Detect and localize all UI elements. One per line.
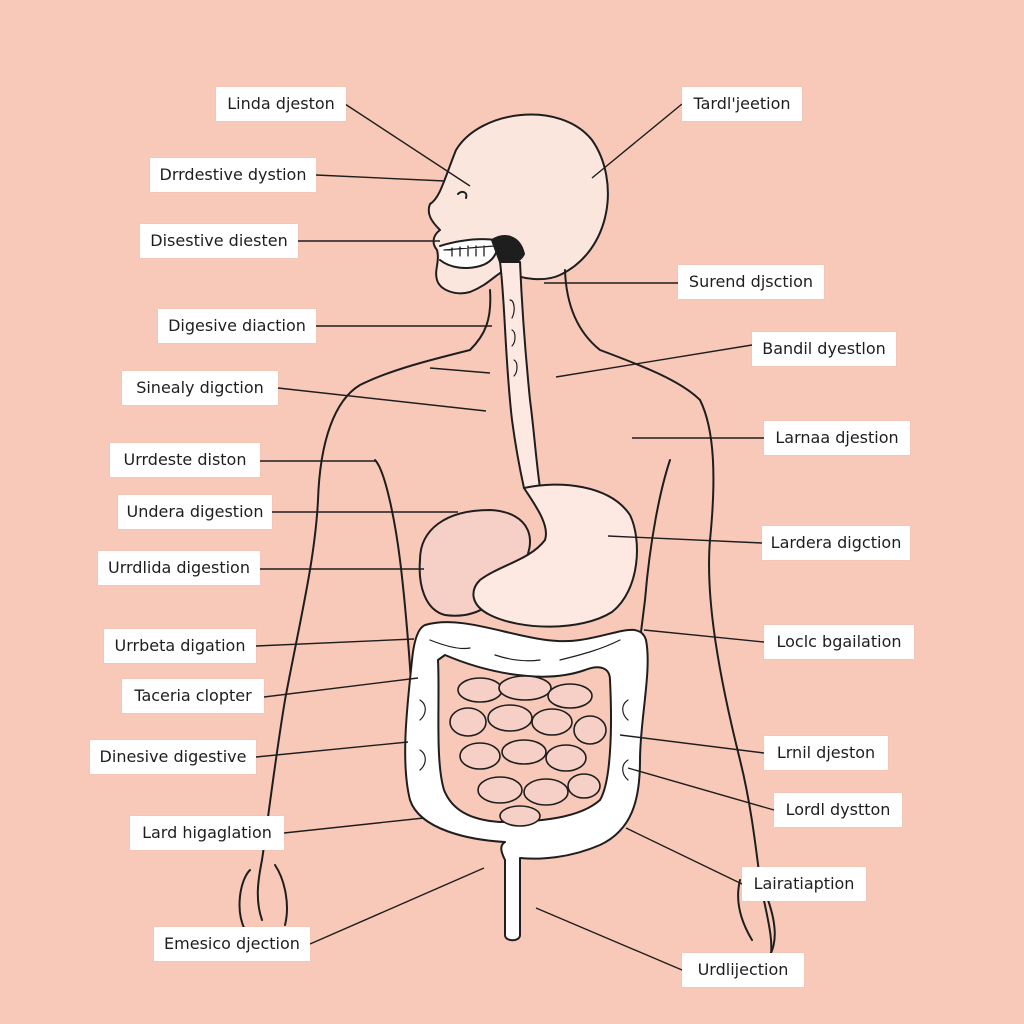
label-left-9: Urrbeta digation bbox=[104, 629, 256, 663]
label-left-13: Emesico djection bbox=[154, 927, 310, 961]
label-right-9: Lairatiaption bbox=[742, 867, 866, 901]
label-right-5: Lardera digction bbox=[762, 526, 910, 560]
large-intestine bbox=[404, 621, 649, 942]
stomach bbox=[472, 483, 638, 628]
left-arm bbox=[256, 459, 413, 921]
label-left-6: Urrdeste diston bbox=[110, 443, 260, 477]
label-right-7: Lrnil djeston bbox=[764, 736, 888, 770]
label-right-2: Surend djsction bbox=[678, 265, 824, 299]
label-right-8: Lordl dystton bbox=[774, 793, 902, 827]
small-intestine bbox=[449, 675, 607, 827]
torso-outline-left bbox=[261, 289, 492, 861]
label-left-4: Digesive diaction bbox=[158, 309, 316, 343]
esophagus bbox=[499, 261, 541, 489]
label-left-2: Drrdestive dystion bbox=[150, 158, 316, 192]
eye bbox=[457, 190, 468, 199]
right-hand bbox=[737, 879, 776, 956]
leader-lines bbox=[255, 103, 775, 971]
label-right-3: Bandil dyestlon bbox=[752, 332, 896, 366]
label-left-1: Linda djeston bbox=[216, 87, 346, 121]
label-right-1: Tardl'jeetion bbox=[682, 87, 802, 121]
left-hand bbox=[238, 864, 288, 931]
label-left-11: Dinesive digestive bbox=[90, 740, 256, 774]
label-right-6: Loclc bgailation bbox=[764, 625, 914, 659]
label-right-4: Larnaa djestion bbox=[764, 421, 910, 455]
label-left-7: Undera digestion bbox=[118, 495, 272, 529]
label-left-3: Disestive diesten bbox=[140, 224, 298, 258]
label-right-10: Urdlijection bbox=[682, 953, 804, 987]
label-left-8: Urrdlida digestion bbox=[98, 551, 260, 585]
label-left-5: Sinealy digction bbox=[122, 371, 278, 405]
label-left-12: Lard higaglation bbox=[130, 816, 284, 850]
torso-outline-right bbox=[564, 269, 761, 881]
label-left-10: Taceria clopter bbox=[122, 679, 264, 713]
